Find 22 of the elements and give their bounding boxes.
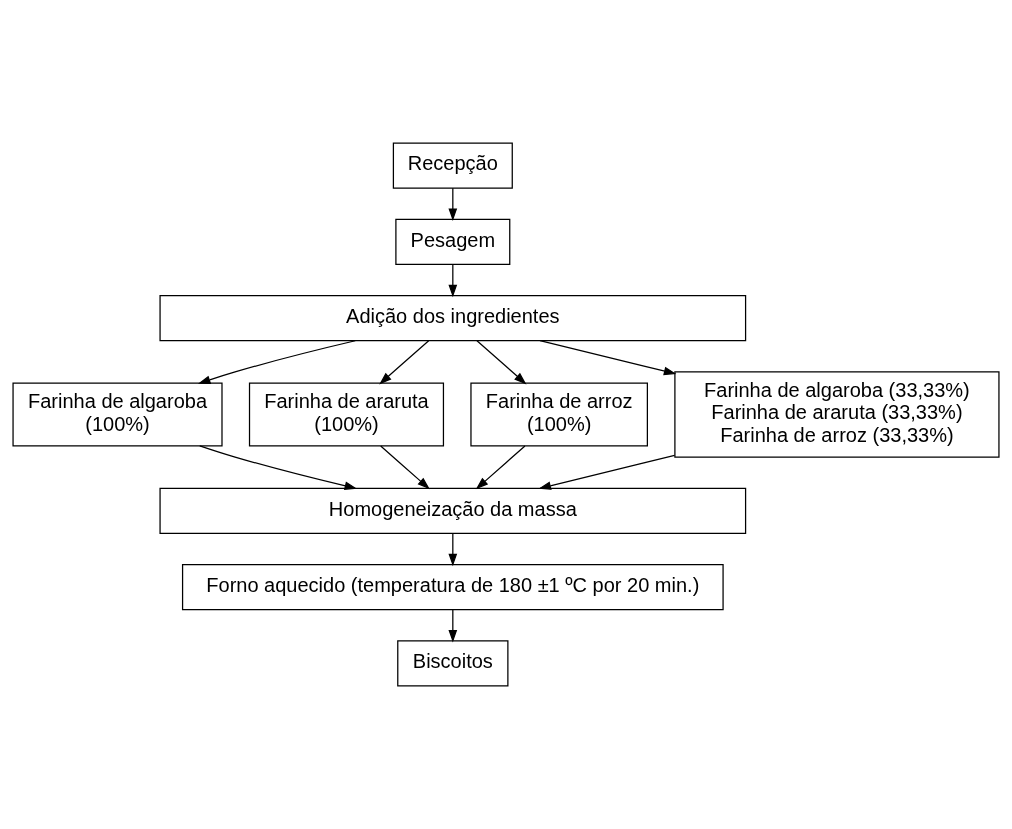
arrow [448,532,458,567]
arrow [476,340,527,385]
arrow [475,445,526,490]
arrow [539,340,677,376]
node-box: Forno aquecido (temperatura de 180 ±1 ºC por 20 min.) [181,564,724,611]
node-box: Recepção [392,142,513,189]
arrow [197,340,356,384]
arrow [448,263,458,298]
arrow [538,454,676,490]
node-box: Pesagem [395,218,511,265]
node-box: Homogeneização da massa [159,487,747,534]
node-box: Farinha de araruta (100%) [248,382,445,447]
node-box: Biscoitos [397,640,509,687]
node-box: Adição dos ingredientes [159,295,747,342]
arrow [379,340,430,385]
arrow [448,187,458,221]
node-box: Farinha de algaroba (33,33%) Farinha de araruta (33,33%) Farinha de arroz (33,33%) [674,371,1000,458]
arrow [448,609,458,643]
node-box: Farinha de arroz (100%) [470,382,648,447]
arrow [199,445,358,491]
arrow [380,445,430,490]
node-box: Farinha de algaroba (100%) [12,382,223,447]
